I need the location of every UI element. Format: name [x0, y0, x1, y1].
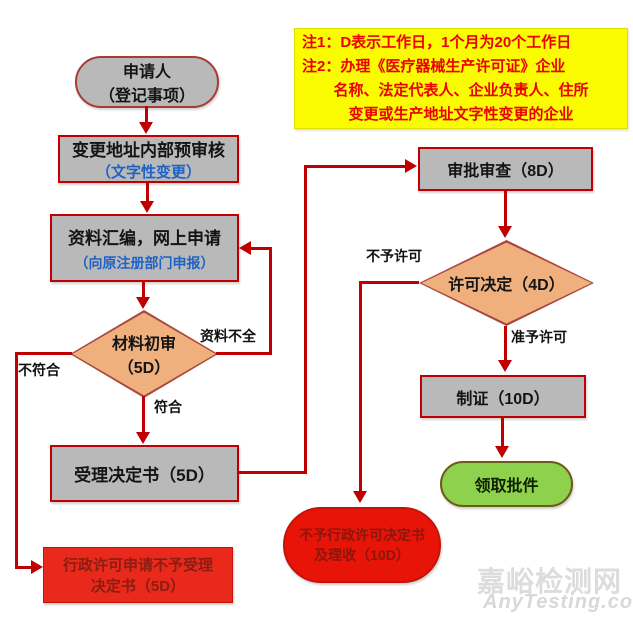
node-license-decision: 许可决定（4D） — [419, 240, 594, 326]
node-pre-review: 变更地址内部预审核 （文字性变更） — [58, 135, 239, 183]
arrow-down-icon — [498, 360, 512, 372]
flow-line — [15, 352, 72, 355]
flow-line — [249, 247, 272, 250]
node-no-license-notice-line1: 不予行政许可决定书 — [299, 527, 425, 543]
node-approval-review-label: 审批审查（8D） — [447, 163, 564, 180]
node-rejection-notice-line1: 行政许可申请不予受理 — [62, 557, 213, 574]
arrow-down-icon — [140, 201, 154, 213]
watermark-cn: 嘉峪检测网 — [477, 566, 623, 597]
flow-line — [239, 471, 307, 474]
flow-line — [146, 183, 149, 203]
flow-line — [359, 281, 362, 493]
node-no-license-notice-line2: 及理收（10D） — [314, 547, 410, 563]
node-receive-approval: 领取批件 — [440, 461, 573, 507]
flow-line — [269, 247, 272, 355]
node-approval-review: 审批审查（8D） — [418, 147, 593, 191]
node-no-license-notice: 不予行政许可决定书 及理收（10D） — [283, 507, 441, 583]
node-applicant-line1: 申请人 — [122, 64, 171, 81]
arrow-right-icon — [31, 560, 43, 574]
edge-label-conform: 符合 — [154, 399, 182, 415]
edge-label-incomplete: 资料不全 — [200, 328, 256, 344]
arrow-left-icon — [239, 241, 251, 255]
node-rejection-notice: 行政许可申请不予受理 决定书（5D） — [43, 547, 233, 603]
flow-line — [15, 566, 33, 569]
flow-line — [504, 326, 507, 363]
flow-line — [304, 165, 406, 168]
flow-line — [145, 106, 148, 126]
note-line-1: 注1：D表示工作日，1个月为20个工作日 — [302, 34, 572, 51]
flow-line — [142, 396, 145, 434]
flow-line — [142, 282, 145, 300]
flow-line — [501, 418, 504, 448]
node-acceptance-label: 受理决定书（5D） — [74, 466, 215, 485]
node-initial-review: 材料初审 （5D） — [70, 310, 218, 398]
edge-label-no-permit: 不予许可 — [366, 248, 422, 264]
arrow-down-icon — [498, 226, 512, 238]
arrow-down-icon — [495, 446, 509, 458]
flow-line — [304, 165, 307, 474]
node-rejection-notice-line2: 决定书（5D） — [90, 578, 186, 595]
arrow-right-icon — [405, 159, 417, 173]
node-applicant-line2: （登记事项） — [98, 88, 195, 105]
watermark-en: AnyTesting.com — [483, 591, 633, 613]
node-pre-review-line2: （文字性变更） — [95, 164, 201, 181]
flow-line — [15, 352, 18, 569]
arrow-down-icon — [353, 491, 367, 503]
flow-line — [216, 352, 272, 355]
flow-line — [362, 281, 419, 284]
node-certificate-label: 制证（10D） — [456, 390, 550, 408]
node-compile-line1: 资料汇编，网上申请 — [68, 228, 221, 248]
node-compile-line2: （向原注册部门申报） — [74, 254, 215, 271]
node-initial-review-line2: （5D） — [117, 360, 171, 377]
node-license-decision-label: 许可决定（4D） — [448, 277, 565, 294]
node-applicant: 申请人 （登记事项） — [75, 56, 219, 108]
arrow-down-icon — [136, 297, 150, 309]
node-pre-review-line1: 变更地址内部预审核 — [72, 141, 225, 160]
edge-label-permit: 准予许可 — [511, 329, 567, 345]
note-line-2: 注2：办理《医疗器械生产许可证》企业 — [302, 58, 566, 75]
node-receive-approval-label: 领取批件 — [474, 478, 539, 495]
arrow-down-icon — [136, 432, 150, 444]
node-compile: 资料汇编，网上申请 （向原注册部门申报） — [50, 214, 239, 282]
arrow-down-icon — [139, 122, 153, 134]
node-certificate: 制证（10D） — [420, 375, 586, 418]
note-line-4: 变更或生产地址文字性变更的企业 — [348, 106, 574, 123]
flow-line — [504, 191, 507, 228]
node-initial-review-line1: 材料初审 — [111, 336, 176, 353]
note-line-3: 名称、法定代表人、企业负责人、住所 — [333, 82, 589, 99]
note-box: 注1：D表示工作日，1个月为20个工作日 注2：办理《医疗器械生产许可证》企业 … — [294, 28, 628, 129]
edge-label-not-conform: 不符合 — [18, 362, 60, 378]
node-acceptance: 受理决定书（5D） — [50, 445, 239, 502]
